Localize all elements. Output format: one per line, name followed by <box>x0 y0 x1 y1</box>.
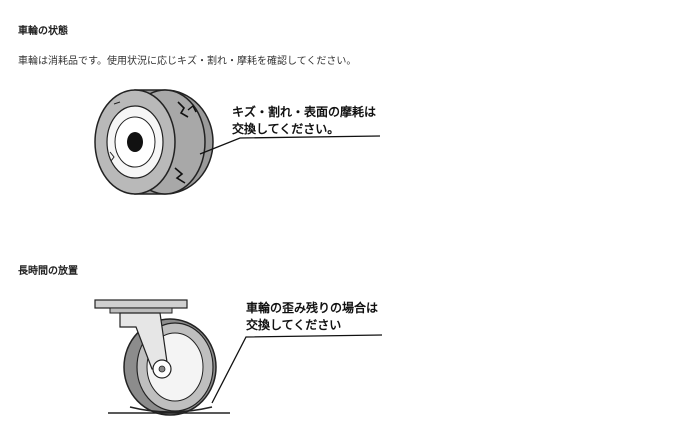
wheel-condition-callout: キズ・割れ・表面の摩耗は 交換してください。 <box>232 104 376 138</box>
worn-wheel-illustration <box>94 89 381 195</box>
wheel-condition-description: 車輪は消耗品です。使用状況に応じキズ・割れ・摩耗を確認してください。 <box>18 56 357 67</box>
long-term-storage-callout-line2: 交換してください <box>246 318 342 332</box>
wheel-condition-callout-line2: 交換してください。 <box>232 122 340 136</box>
deformed-caster-illustration <box>94 299 383 416</box>
wheel-condition-callout-line1: キズ・割れ・表面の摩耗は <box>232 105 377 119</box>
section-title-wheel-condition: 車輪の状態 <box>18 26 68 37</box>
long-term-storage-callout: 車輪の歪み残りの場合は 交換してください <box>246 300 378 334</box>
section-title-long-term-storage: 長時間の放置 <box>18 266 78 277</box>
long-term-storage-callout-line1: 車輪の歪み残りの場合は <box>246 301 379 315</box>
